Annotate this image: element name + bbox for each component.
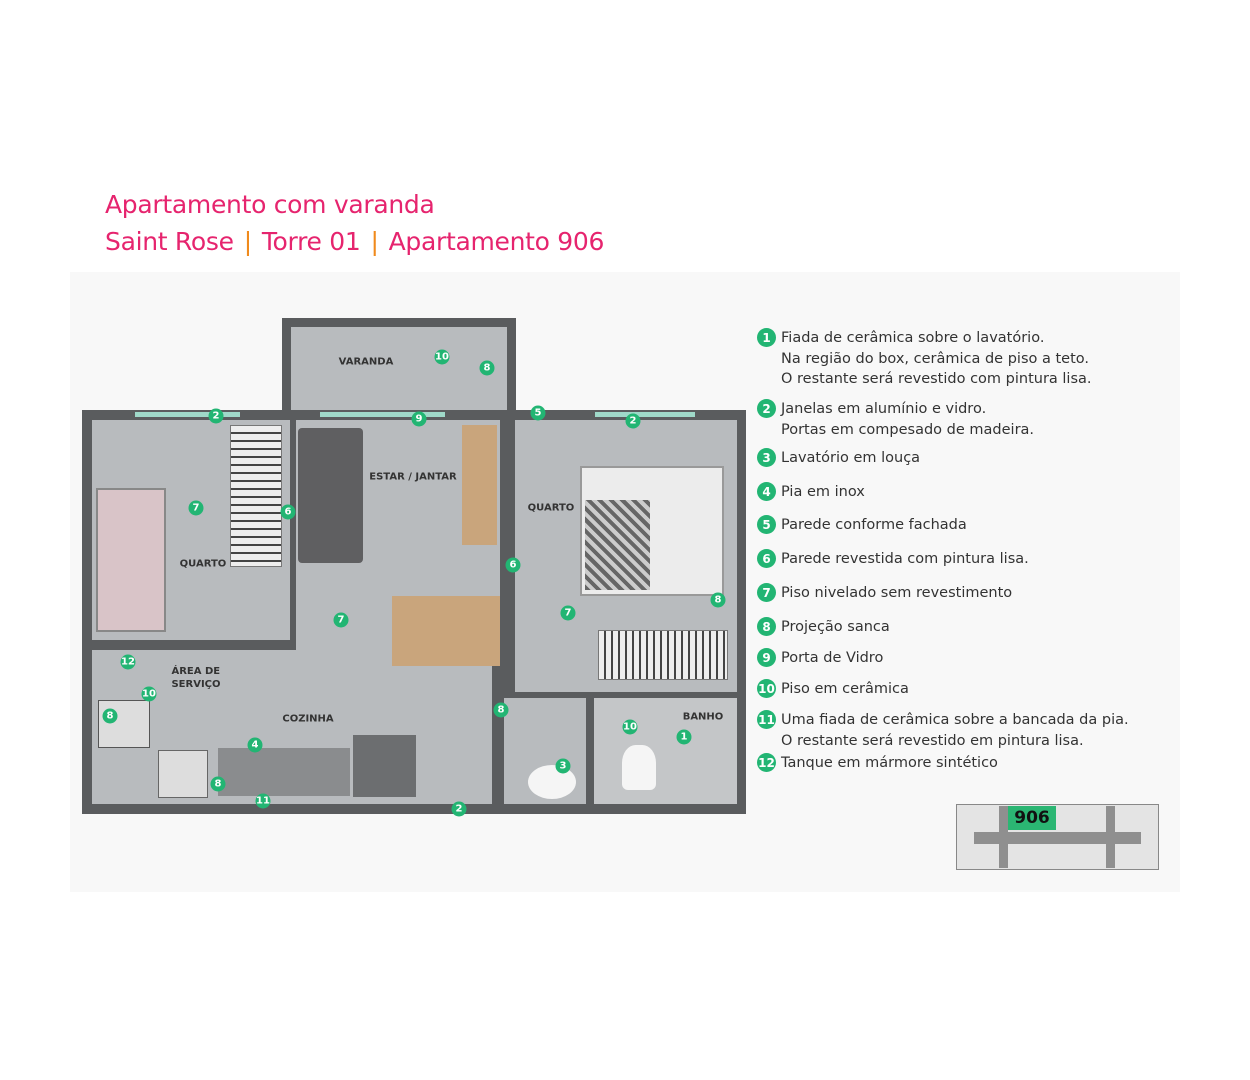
marker: 10 xyxy=(141,686,157,702)
bed xyxy=(96,488,166,632)
legend-number: 10 xyxy=(757,679,776,698)
room-label-quarto: QUARTO xyxy=(527,502,575,514)
glass-door xyxy=(320,412,445,417)
marker: 8 xyxy=(210,776,226,792)
marker: 11 xyxy=(255,793,271,809)
washing-machine xyxy=(98,700,150,748)
unit-highlight: 906 xyxy=(1008,806,1056,830)
project-name: Saint Rose xyxy=(105,227,234,256)
marker: 12 xyxy=(120,654,136,670)
core xyxy=(999,806,1008,868)
legend-number: 11 xyxy=(757,710,776,729)
marker: 8 xyxy=(479,360,495,376)
legend-number: 3 xyxy=(757,448,776,467)
marker: 6 xyxy=(505,557,521,573)
legend-number: 12 xyxy=(757,753,776,772)
core xyxy=(1106,806,1115,868)
marker: 2 xyxy=(208,408,224,424)
wardrobe xyxy=(598,630,728,680)
room-label-quarto: QUARTO xyxy=(179,558,227,570)
legend-number: 5 xyxy=(757,515,776,534)
marker: 7 xyxy=(188,500,204,516)
room-label-banho: BANHO xyxy=(682,711,724,723)
legend-number: 1 xyxy=(757,328,776,347)
marker: 2 xyxy=(625,413,641,429)
room-label-cozinha: COZINHA xyxy=(282,713,334,725)
stove xyxy=(158,750,208,798)
tv-rack xyxy=(462,425,497,545)
room-label-servico: ÁREA DE SERVIÇO xyxy=(171,666,221,690)
marker: 10 xyxy=(434,349,450,365)
marker: 8 xyxy=(102,708,118,724)
unit-name: Apartamento 906 xyxy=(388,227,605,256)
wardrobe xyxy=(230,425,282,567)
separator: | xyxy=(370,227,379,256)
window xyxy=(595,412,695,417)
fridge xyxy=(353,735,416,797)
window xyxy=(135,412,240,417)
marker: 10 xyxy=(622,719,638,735)
legend-number: 8 xyxy=(757,617,776,636)
kitchen-counter xyxy=(218,748,350,796)
sofa xyxy=(298,428,363,563)
corridor xyxy=(974,832,1141,844)
marker: 8 xyxy=(710,592,726,608)
marker: 9 xyxy=(411,411,427,427)
legend-number: 2 xyxy=(757,399,776,418)
room-label-varanda: VARANDA xyxy=(338,356,394,368)
key-plan: 906 xyxy=(956,804,1159,870)
dining-table xyxy=(392,596,500,666)
legend-number: 7 xyxy=(757,583,776,602)
blanket xyxy=(585,500,650,590)
legend-number: 9 xyxy=(757,648,776,667)
marker: 4 xyxy=(247,737,263,753)
marker: 7 xyxy=(333,612,349,628)
marker: 3 xyxy=(555,758,571,774)
marker: 7 xyxy=(560,605,576,621)
banho-floor xyxy=(594,698,737,804)
marker: 2 xyxy=(451,801,467,817)
room-label-estar: ESTAR / JANTAR xyxy=(369,471,457,483)
separator: | xyxy=(243,227,252,256)
marker: 1 xyxy=(676,729,692,745)
toilet xyxy=(622,745,656,790)
marker: 6 xyxy=(280,504,296,520)
tower-name: Torre 01 xyxy=(261,227,361,256)
varanda-floor xyxy=(291,327,507,412)
legend-number: 4 xyxy=(757,482,776,501)
legend-number: 6 xyxy=(757,549,776,568)
plan-title: Apartamento com varanda xyxy=(105,190,435,219)
marker: 5 xyxy=(530,405,546,421)
marker: 8 xyxy=(493,702,509,718)
plan-subtitle: Saint Rose | Torre 01 | Apartamento 906 xyxy=(105,227,604,256)
